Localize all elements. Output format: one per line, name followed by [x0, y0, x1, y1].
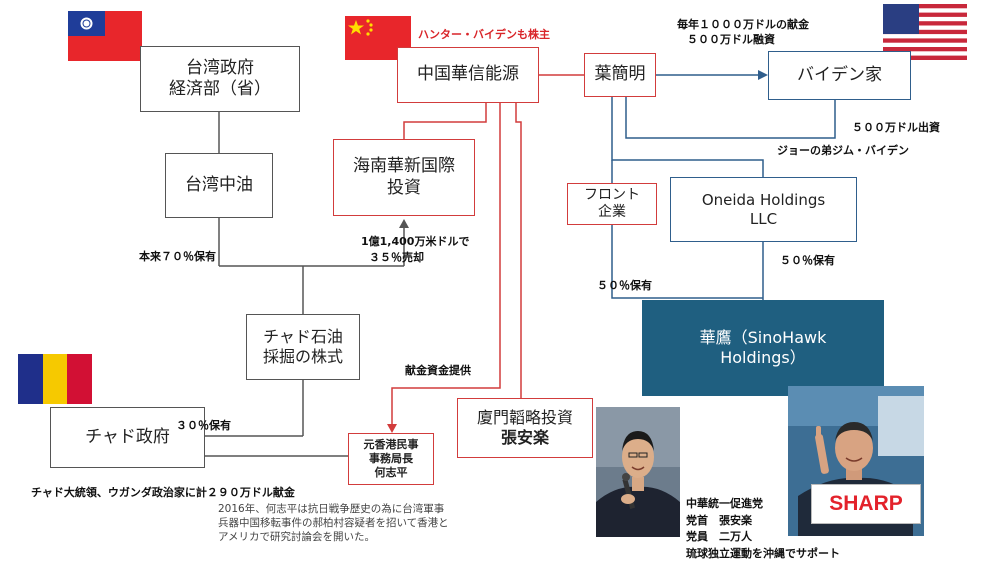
ho-note: 2016年、何志平は抗日戦争歴史の為に台湾軍事 兵器中国移転事件の郝柏村容疑者を…	[218, 502, 449, 545]
sale-label: 1億1,400万米ドルで ３５％売却	[361, 234, 469, 266]
arrow-to-hainan	[399, 219, 409, 228]
chad-oil-line1: チャド石油	[263, 327, 343, 346]
donation-label: 毎年１０００万ドルの献金 ５００万ドル融資	[677, 17, 809, 48]
hainan-box: 海南華新国際 投資	[333, 139, 475, 216]
chad-gov-label: チャド政府	[85, 426, 170, 447]
note-line2: 兵器中国移転事件の郝柏村容疑者を招いて香港と	[218, 517, 449, 530]
sale-line2: ３５％売却	[369, 250, 424, 264]
ye-label: 葉簡明	[594, 64, 646, 85]
cefc-box: 中国華信能源	[397, 47, 539, 103]
donation-line1: 毎年１０００万ドルの献金	[677, 18, 809, 31]
front-line2: 企業	[598, 204, 626, 220]
party-line2: 党首 張安楽	[686, 513, 752, 527]
line-cefc-hainan	[403, 103, 487, 139]
chad-oil-box: チャド石油 採掘の株式	[246, 314, 360, 380]
line-cefc-ho	[391, 103, 501, 425]
thirty-percent-label: ３０％保有	[176, 419, 231, 432]
party-line4: 琉球独立運動を沖縄でサポート	[686, 546, 840, 560]
taiwan-gov-line1: 台湾政府	[186, 57, 254, 78]
line-cefc-xiamen	[515, 103, 522, 398]
hunter-shareholder-label: ハンター・バイデンも株主	[418, 28, 550, 41]
taiwan-cpc-box: 台湾中油	[165, 153, 273, 218]
zhang-anle-photo	[596, 407, 680, 537]
donation-line2: ５００万ドル融資	[687, 33, 775, 47]
chad-bribe-label: チャド大統領、ウガンダ政治家に計２９０万ドル献金	[31, 486, 295, 499]
ye-box: 葉簡明	[584, 53, 656, 97]
sharp-logo-text: SHARP	[829, 491, 903, 515]
party-label: 中華統一促進党 党首 張安楽 党員 二万人 琉球独立運動を沖縄でサポート	[686, 496, 840, 562]
xiamen-line2: 張安楽	[500, 428, 549, 447]
oneida-line1: Oneida Holdings	[701, 190, 826, 209]
ho-line3: 何志平	[374, 465, 408, 479]
note-line3: アメリカで研究討論会を開いた。	[218, 531, 375, 544]
party-line1: 中華統一促進党	[686, 497, 763, 510]
jim-biden-label: ジョーの弟ジム・バイデン	[777, 144, 909, 157]
line-ye-oneida	[611, 97, 764, 177]
fifty-percent-front-label: ５０％保有	[597, 279, 652, 292]
sinohawk-line2: Holdings）	[720, 348, 806, 367]
sale-line1: 1億1,400万米ドルで	[361, 235, 470, 248]
oneida-line2: LLC	[749, 209, 778, 228]
ho-box: 元香港民事 事務局長 何志平	[348, 433, 434, 485]
sharp-logo: SHARP	[811, 484, 921, 524]
ho-line1: 元香港民事	[363, 438, 419, 452]
bribe-fund-label: 献金資金提供	[405, 364, 471, 377]
hainan-line1: 海南華新国際	[353, 156, 455, 177]
china-flag-icon	[345, 16, 411, 60]
sinohawk-box: 華鷹（SinoHawk Holdings）	[642, 300, 884, 396]
line-front-sinohawk	[611, 225, 763, 299]
line-ye-oneida-biden	[625, 97, 836, 139]
chad-oil-line2: 採掘の株式	[262, 347, 343, 366]
sinohawk-line1: 華鷹（SinoHawk	[699, 328, 827, 347]
fifty-percent-oneida-label: ５０％保有	[780, 254, 835, 267]
biden-family-box: バイデン家	[768, 51, 911, 100]
chad-flag-icon	[18, 354, 92, 404]
arrow-to-biden	[758, 70, 768, 80]
biden-family-label: バイデン家	[797, 64, 882, 85]
front-company-box: フロント 企業	[567, 183, 657, 225]
invest-500-label: ５００万ドル出資	[852, 121, 940, 134]
xiamen-box: 廈門韜略投資 張安楽	[457, 398, 593, 458]
oneida-box: Oneida Holdings LLC	[670, 177, 857, 242]
ho-line2: 事務局長	[369, 452, 413, 466]
party-line3: 党員 二万人	[686, 530, 752, 543]
arrow-to-ho	[387, 424, 397, 433]
taiwan-cpc-label: 台湾中油	[185, 174, 253, 195]
original-70-label: 本来７０％保有	[139, 250, 216, 263]
taiwan-gov-box: 台湾政府 経済部（省）	[140, 46, 300, 112]
taiwan-flag-icon	[68, 11, 142, 61]
hainan-line2: 投資	[387, 177, 421, 198]
note-line1: 2016年、何志平は抗日戦争歴史の為に台湾軍事	[218, 503, 445, 515]
taiwan-gov-line2: 経済部（省）	[169, 79, 271, 99]
usa-flag-icon	[883, 4, 967, 60]
chad-gov-box: チャド政府	[50, 407, 205, 468]
xiamen-line1: 廈門韜略投資	[476, 408, 573, 427]
cefc-label: 中国華信能源	[417, 64, 519, 85]
front-line1: フロント	[584, 186, 640, 203]
